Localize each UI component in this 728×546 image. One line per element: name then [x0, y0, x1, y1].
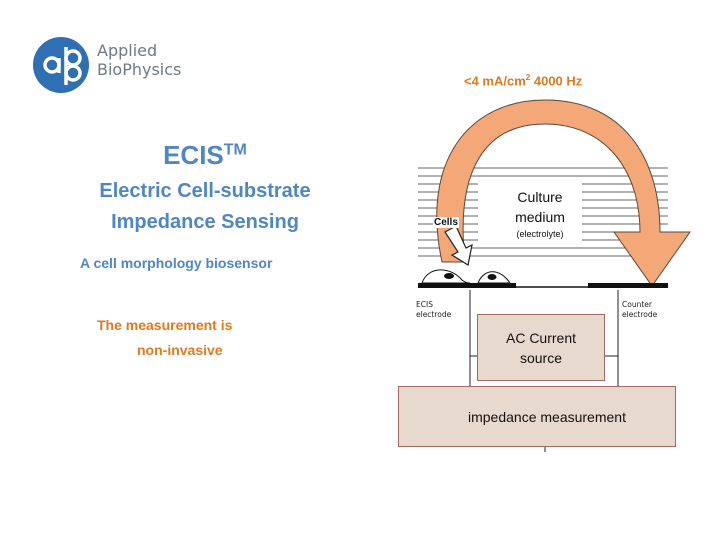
- current-arrow-icon: [436, 99, 691, 287]
- circuit-wires: [469, 290, 619, 452]
- cells-pointer-icon: [444, 225, 473, 266]
- culture-medium-label: Culture medium (electrolyte): [478, 187, 602, 241]
- culture-line2: medium: [515, 209, 565, 225]
- subtitle: A cell morphology biosensor: [80, 255, 273, 271]
- current-label-sup: 2: [525, 73, 531, 82]
- title-trademark: TM: [223, 141, 247, 159]
- culture-line3: (electrolyte): [516, 229, 564, 239]
- note-line1: The measurement is: [97, 317, 233, 333]
- note-line2: non-invasive: [137, 342, 223, 358]
- cells-label: Cells: [433, 217, 459, 228]
- abp-logo-icon: [33, 37, 89, 93]
- current-label-suffix: 4000 Hz: [530, 73, 583, 89]
- ac-source-line2: source: [519, 349, 563, 366]
- ac-current-source-box: AC Current source: [477, 314, 605, 381]
- counter-electrode-label: Counter electrode: [622, 300, 657, 320]
- culture-line1: Culture: [517, 189, 563, 205]
- current-density-label: <4 mA/cm2 4000 Hz: [464, 73, 582, 88]
- current-label-prefix: <4 mA/cm: [464, 73, 526, 89]
- counter-electrode-line2: electrode: [622, 310, 658, 319]
- impedance-label: impedance measurement: [468, 408, 626, 425]
- ecis-electrode-line1: ECIS: [416, 300, 433, 309]
- ecis-electrode-line2: electrode: [416, 310, 452, 319]
- title-line-electric: Electric Cell-substrate: [99, 180, 311, 202]
- logo-line-biophysics: BioPhysics: [97, 60, 182, 79]
- title-line-impedance: Impedance Sensing: [111, 211, 299, 233]
- impedance-measurement-box: impedance measurement: [398, 386, 676, 447]
- title-ecis: ECIS: [163, 140, 224, 170]
- page-title: ECISTM: [100, 140, 310, 171]
- ecis-electrode-label: ECIS electrode: [416, 300, 451, 320]
- cell-shapes: [421, 269, 511, 284]
- ecis-electrode: [418, 283, 516, 288]
- logo-line-applied: Applied: [97, 41, 158, 60]
- counter-electrode: [588, 283, 668, 288]
- logo: Applied BioPhysics: [31, 37, 191, 93]
- counter-electrode-line1: Counter: [622, 300, 652, 309]
- ac-source-line1: AC Current: [505, 329, 577, 346]
